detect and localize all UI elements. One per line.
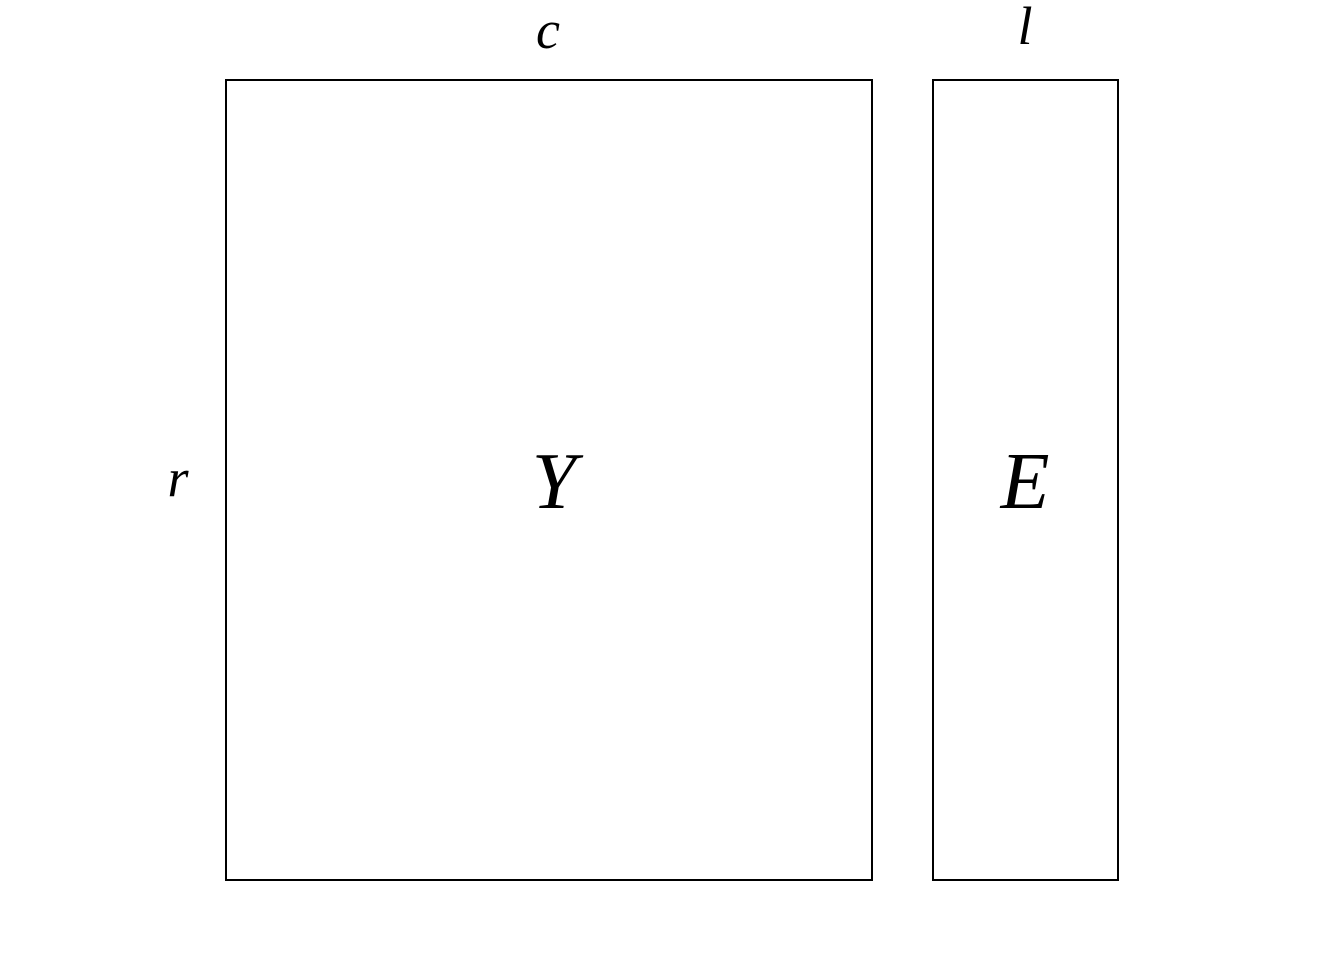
matrix-y-row-label: r — [167, 448, 189, 508]
matrix-e-box — [932, 79, 1119, 881]
matrix-e-name: E — [1000, 438, 1050, 526]
matrix-e-column-label: l — [1017, 0, 1033, 56]
matrix-y-box — [225, 79, 873, 881]
matrix-y-column-label: c — [536, 0, 560, 60]
matrix-y-name: Y — [531, 438, 577, 526]
